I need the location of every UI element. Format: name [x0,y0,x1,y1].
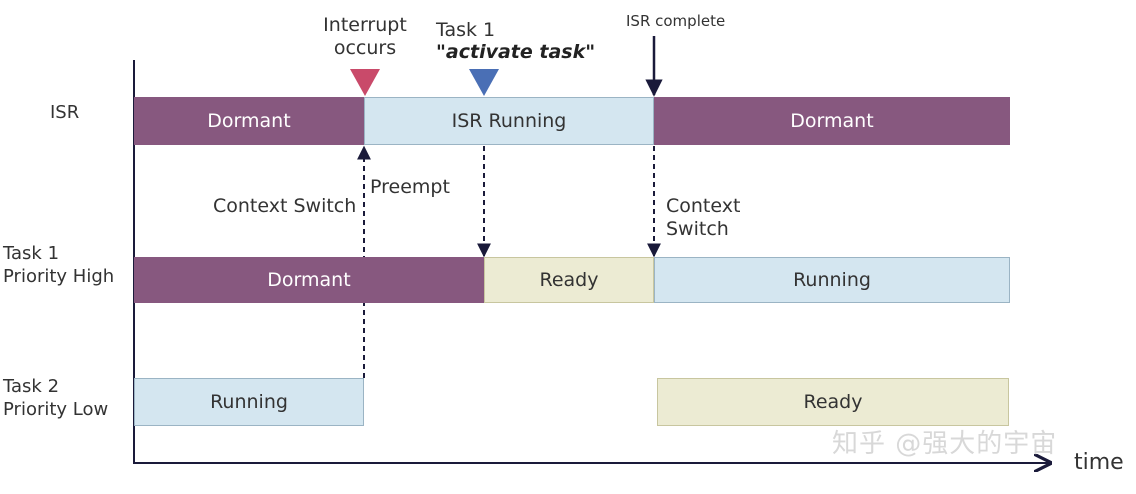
isr-running-bar: ISR Running [364,97,654,145]
isr-lane-label: ISR [50,102,80,123]
task2-running-bar: Running [134,378,364,426]
activate-task-marker-icon [469,69,499,96]
task1-dormant-bar: Dormant [134,257,484,303]
task1-event-label: Task 1 [436,19,496,41]
task1-lane-label-line2: Priority High [3,266,115,287]
task1-running-bar: Running [654,257,1010,303]
task2-lane-label-line2: Priority Low [3,399,109,420]
task2-lane-label-line1: Task 2 [3,376,60,397]
task2-ready-bar: Ready [657,378,1009,426]
context-switch-right-label-line1: Context [666,195,741,217]
context-switch-right-label-line2: Switch [666,218,729,240]
activate-task-label: "activate task" [436,41,596,63]
isr-complete-label: ISR complete [626,12,726,30]
isr-dormant-bar-2: Dormant [654,97,1010,145]
task1-ready-bar: Ready [484,257,654,303]
interrupt-label-line2: occurs [333,37,397,59]
preempt-label: Preempt [370,176,450,198]
time-axis-label: time [1074,450,1124,475]
task1-lane-label-line1: Task 1 [3,243,60,264]
interrupt-label-line1: Interrupt [323,14,407,36]
context-switch-left-label: Context Switch [213,195,357,217]
interrupt-marker-icon [350,69,380,96]
isr-dormant-bar-1: Dormant [134,97,364,145]
watermark: 知乎 @强大的宇宙 [832,429,1058,459]
